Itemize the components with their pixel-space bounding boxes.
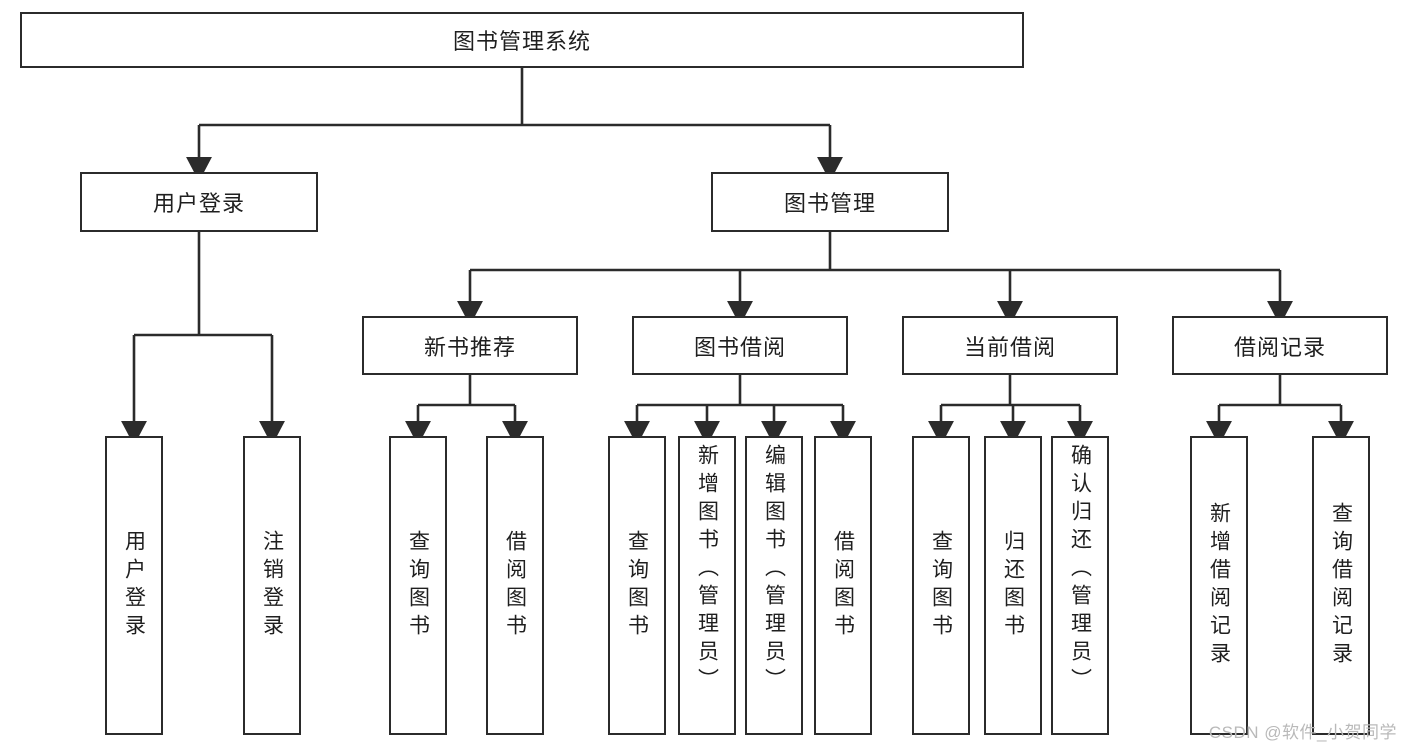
leaf-nbr-borrow-book[interactable]: 借阅图书	[486, 436, 544, 735]
leaf-bb-edit-book[interactable]: 编辑图书（管理员）	[745, 436, 803, 735]
leaf-bb-borrow-book[interactable]: 借阅图书	[814, 436, 872, 735]
leaf-bb-add-book-label: 新增图书（管理员）	[695, 444, 719, 696]
leaf-cb-return-book[interactable]: 归还图书	[984, 436, 1042, 735]
node-book-borrow-label: 图书借阅	[693, 334, 786, 360]
node-current-borrow[interactable]: 当前借阅	[902, 316, 1118, 375]
leaf-logout-label: 注销登录	[260, 529, 284, 642]
node-borrow-record[interactable]: 借阅记录	[1172, 316, 1388, 375]
node-current-borrow-label: 当前借阅	[963, 334, 1056, 360]
leaf-nbr-query-book[interactable]: 查询图书	[389, 436, 447, 735]
leaf-cb-query-book[interactable]: 查询图书	[912, 436, 970, 735]
node-user-login-label: 用户登录	[152, 191, 245, 216]
leaf-cb-confirm-return[interactable]: 确认归还（管理员）	[1051, 436, 1109, 735]
leaf-user-login-label: 用户登录	[122, 529, 146, 642]
node-user-login[interactable]: 用户登录	[80, 172, 318, 232]
leaf-bb-edit-book-label: 编辑图书（管理员）	[762, 444, 786, 696]
csdn-watermark: CSDN @软件_小贺同学	[1208, 723, 1397, 742]
leaf-cb-confirm-return-label: 确认归还（管理员）	[1068, 444, 1092, 696]
leaf-bb-query-book-label: 查询图书	[625, 529, 649, 642]
leaf-bb-borrow-book-label: 借阅图书	[831, 529, 855, 642]
leaf-br-query-record[interactable]: 查询借阅记录	[1312, 436, 1370, 735]
node-new-book-recommend[interactable]: 新书推荐	[362, 316, 578, 375]
node-root[interactable]: 图书管理系统	[20, 12, 1024, 68]
leaf-br-add-record-label: 新增借阅记录	[1207, 501, 1231, 670]
node-book-management[interactable]: 图书管理	[711, 172, 949, 232]
leaf-cb-query-book-label: 查询图书	[929, 529, 953, 642]
node-book-management-label: 图书管理	[783, 191, 876, 216]
node-borrow-record-label: 借阅记录	[1233, 334, 1326, 360]
leaf-br-query-record-label: 查询借阅记录	[1329, 501, 1353, 670]
leaf-bb-query-book[interactable]: 查询图书	[608, 436, 666, 735]
node-root-label: 图书管理系统	[452, 29, 591, 54]
leaf-br-add-record[interactable]: 新增借阅记录	[1190, 436, 1248, 735]
node-book-borrow[interactable]: 图书借阅	[632, 316, 848, 375]
leaf-nbr-borrow-book-label: 借阅图书	[503, 529, 527, 642]
leaf-bb-add-book[interactable]: 新增图书（管理员）	[678, 436, 736, 735]
leaf-logout[interactable]: 注销登录	[243, 436, 301, 735]
leaf-nbr-query-book-label: 查询图书	[406, 529, 430, 642]
node-new-book-recommend-label: 新书推荐	[423, 334, 516, 360]
leaf-cb-return-book-label: 归还图书	[1001, 529, 1025, 642]
leaf-user-login[interactable]: 用户登录	[105, 436, 163, 735]
